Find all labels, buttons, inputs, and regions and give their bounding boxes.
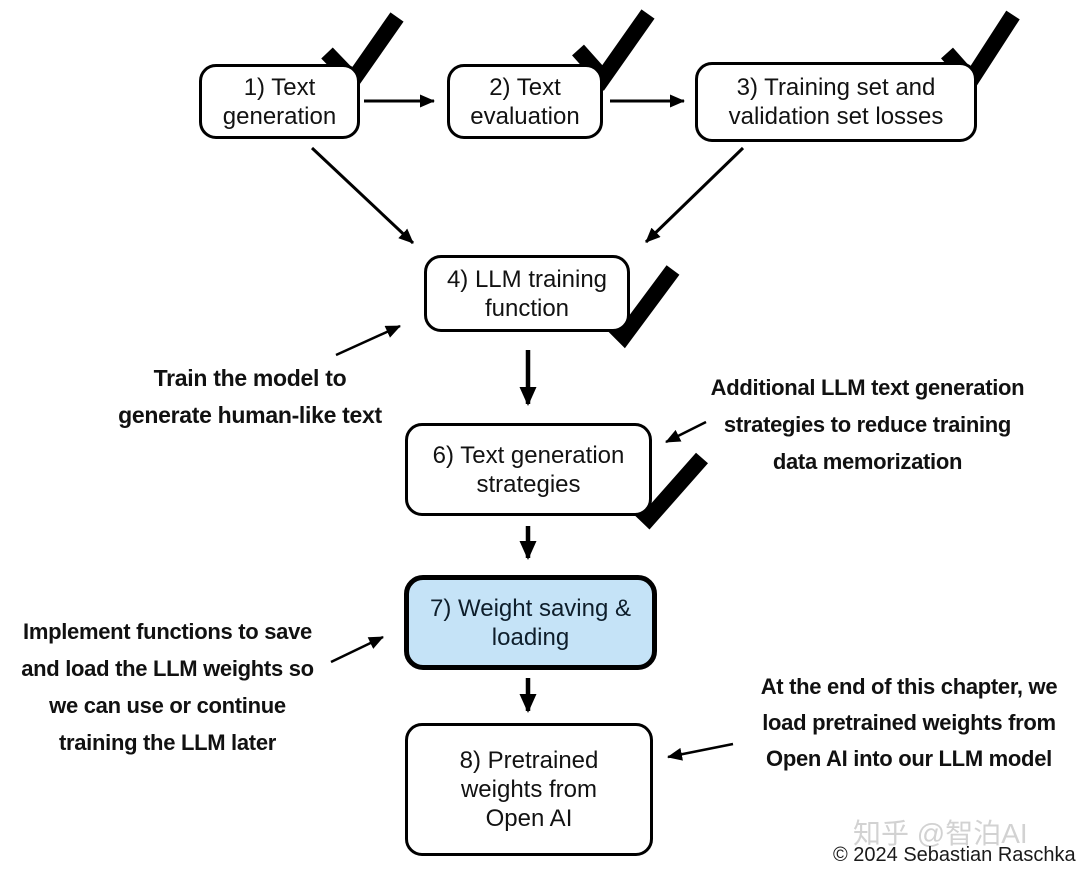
arrow-anno-implement-to-box7 [330, 635, 384, 664]
arrow-anno-end-to-box8 [667, 742, 734, 761]
node-weight-saving-loading: 7) Weight saving & loading [404, 575, 657, 670]
annotation-train-model: Train the model to generate human-like t… [118, 365, 382, 428]
zhihu-watermark: 知乎 @智泊AI [853, 818, 1028, 849]
node-text-generation: 1) Text generation [199, 64, 360, 139]
arrow-box3-to-box4 [644, 146, 745, 244]
node-text-evaluation: 2) Text evaluation [447, 64, 603, 139]
annotation-additional-strategies: Additional LLM text generation strategie… [710, 375, 1025, 474]
annotation-implement-functions: Implement functions to save and load the… [21, 619, 314, 755]
node-llm-training-function: 4) LLM training function [424, 255, 630, 332]
arrow-anno-train-to-box4 [335, 324, 401, 357]
arrow-box1-to-box4 [310, 146, 415, 245]
node-pretrained-weights-openai: 8) Pretrained weights from Open AI [405, 723, 653, 856]
annotation-end-of-chapter: At the end of this chapter, we load pret… [760, 674, 1058, 771]
copyright-notice: © 2024 Sebastian Raschka [833, 844, 1076, 866]
node-training-validation-losses: 3) Training set and validation set losse… [695, 62, 977, 142]
node-text-generation-strategies: 6) Text generation strategies [405, 423, 652, 516]
